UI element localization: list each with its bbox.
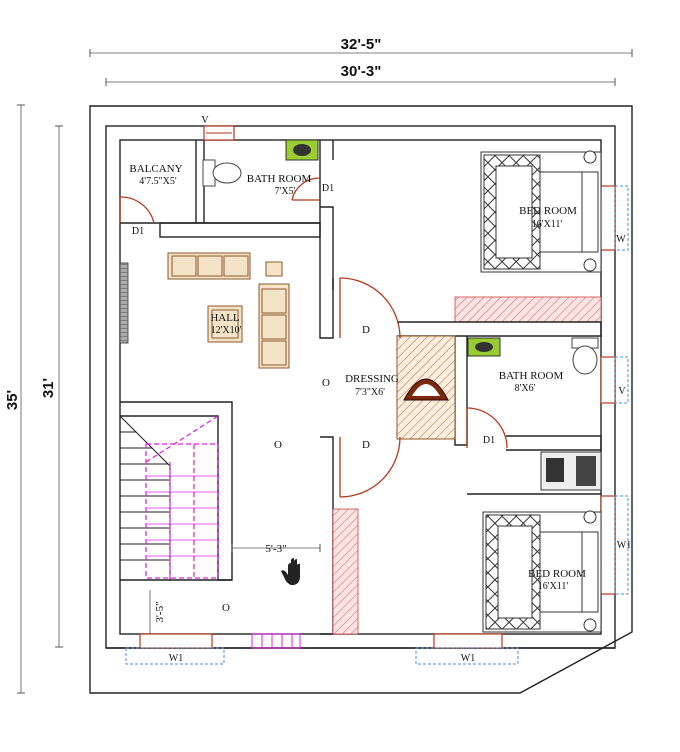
dimension-outer-height: 35' bbox=[4, 104, 25, 694]
bath-top-name: BATH ROOM bbox=[247, 173, 312, 185]
tag-labels: V W V W1 W1 W1 D1 D1 D1 D D O O O bbox=[132, 115, 631, 664]
bed-top-name: BED ROOM bbox=[519, 205, 577, 217]
hall-size: 12'X10' bbox=[211, 325, 242, 336]
bath-right-name: BATH ROOM bbox=[499, 370, 564, 382]
bed-top bbox=[480, 150, 602, 273]
bed-bottom bbox=[482, 510, 602, 633]
dimension-outer-width: 32'-5" bbox=[89, 36, 633, 57]
balcony-name: BALCANY bbox=[129, 163, 182, 175]
outer-width-label: 32'-5" bbox=[341, 36, 382, 53]
bath-top-size: 7'X5' bbox=[275, 186, 296, 197]
sofa-set bbox=[167, 252, 290, 369]
wash-basin-right bbox=[467, 337, 501, 357]
wash-basin-top bbox=[285, 139, 319, 161]
doors bbox=[119, 177, 508, 498]
bed-top-size: 16'X11' bbox=[532, 219, 563, 230]
vent-tag-top: V bbox=[201, 115, 209, 126]
vent-tag-right: V bbox=[618, 386, 626, 397]
entrance-hand-icon bbox=[281, 558, 300, 585]
door1-tag-bath: D1 bbox=[322, 183, 334, 194]
passage-dimension: 5'-3" bbox=[231, 543, 321, 555]
toilet-top bbox=[202, 159, 242, 187]
plot-boundary bbox=[89, 105, 633, 694]
opening-tag-stair: O bbox=[222, 602, 230, 614]
inner-height-label: 31' bbox=[40, 378, 57, 398]
opening-tag-hall: O bbox=[274, 439, 282, 451]
bed-bottom-size: 16'X11' bbox=[538, 581, 569, 592]
toilet-right bbox=[571, 337, 599, 375]
dressing-name: DRESSING bbox=[345, 373, 399, 385]
opening-tag-center: O bbox=[322, 377, 330, 389]
passage-width-label: 5'-3" bbox=[265, 543, 286, 555]
dimension-inner-width: 30'-3" bbox=[105, 63, 616, 86]
hall-name: HALL bbox=[210, 312, 240, 324]
door-tag-lower: D bbox=[362, 439, 370, 451]
window-tag-top: W bbox=[616, 234, 626, 245]
door-tag-upper: D bbox=[362, 324, 370, 336]
door1-tag-bath-right: D1 bbox=[483, 435, 495, 446]
study-table bbox=[540, 451, 602, 491]
dimension-inner-height: 31' bbox=[40, 125, 63, 648]
window1-tag-right: W1 bbox=[617, 540, 631, 551]
bath-right-size: 8'X6' bbox=[515, 383, 536, 394]
outer-height-label: 35' bbox=[4, 390, 21, 410]
staircase bbox=[119, 415, 219, 580]
dressing-fixture bbox=[396, 335, 456, 440]
window1-tag-left: W1 bbox=[169, 653, 183, 664]
landing-width-label: 3'-5" bbox=[154, 601, 166, 622]
window1-tag-bottom: W1 bbox=[461, 653, 475, 664]
interior-walls bbox=[106, 140, 615, 649]
dressing-size: 7'3"X6' bbox=[355, 387, 385, 398]
bed-bottom-name: BED ROOM bbox=[528, 568, 586, 580]
windows bbox=[125, 125, 629, 665]
door1-tag-balcony: D1 bbox=[132, 226, 144, 237]
inner-width-label: 30'-3" bbox=[341, 63, 382, 80]
balcony-size: 4'7.5"X5' bbox=[139, 176, 177, 187]
landing-dimension: 3'-5" bbox=[149, 590, 166, 634]
room-labels: BALCANY 4'7.5"X5' BATH ROOM 7'X5' BED RO… bbox=[129, 163, 586, 592]
